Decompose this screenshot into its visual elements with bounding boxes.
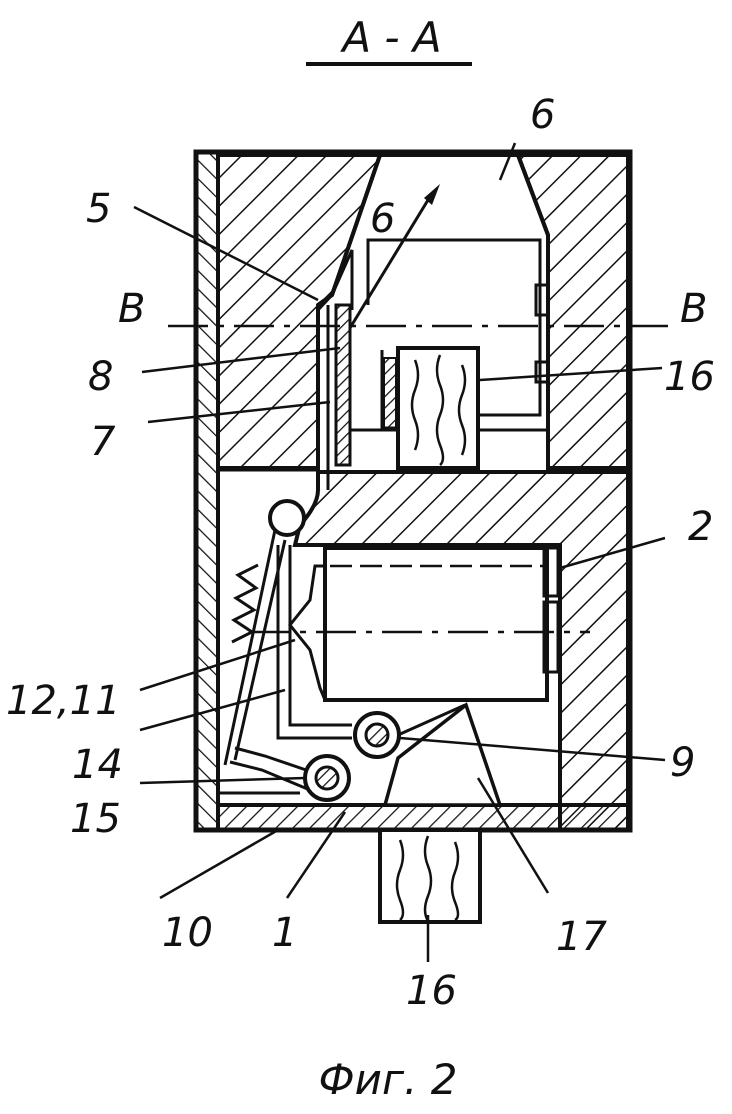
label-1: 1 bbox=[272, 910, 297, 956]
label-b-right: B bbox=[680, 286, 707, 332]
label-16-bottom: 16 bbox=[406, 968, 457, 1014]
housing-left-wall bbox=[196, 152, 218, 830]
upper-chamber bbox=[350, 240, 548, 468]
cylinder-body bbox=[325, 548, 547, 700]
pivot-top bbox=[270, 501, 304, 535]
lever-arm-14b bbox=[225, 530, 275, 765]
label-2: 2 bbox=[688, 504, 713, 550]
cam-17 bbox=[385, 705, 500, 805]
spacer-element bbox=[384, 358, 396, 428]
pivot-9-pin bbox=[366, 724, 388, 746]
label-14: 14 bbox=[72, 742, 123, 788]
label-10: 10 bbox=[162, 910, 213, 956]
needle-element-8 bbox=[336, 305, 350, 465]
label-16-top: 16 bbox=[664, 354, 715, 400]
upper-block-left bbox=[218, 155, 380, 468]
label-12-11: 12,11 bbox=[6, 678, 121, 724]
label-9: 9 bbox=[670, 740, 695, 786]
label-17: 17 bbox=[556, 914, 607, 960]
pivot-15-pin bbox=[316, 767, 338, 789]
label-6: 6 bbox=[530, 92, 555, 138]
cylinder bbox=[250, 548, 590, 700]
workpiece-16-bottom bbox=[380, 830, 480, 922]
figure-caption: Фиг. 2 bbox=[319, 1055, 458, 1104]
lever-link-15b bbox=[235, 748, 312, 772]
label-15: 15 bbox=[70, 796, 121, 842]
label-7: 7 bbox=[90, 419, 116, 465]
section-title: A - A bbox=[339, 13, 441, 62]
label-5: 5 bbox=[86, 186, 111, 232]
label-b-left: B bbox=[118, 286, 145, 332]
label-6b: 6 bbox=[370, 196, 395, 242]
label-8: 8 bbox=[88, 354, 113, 400]
